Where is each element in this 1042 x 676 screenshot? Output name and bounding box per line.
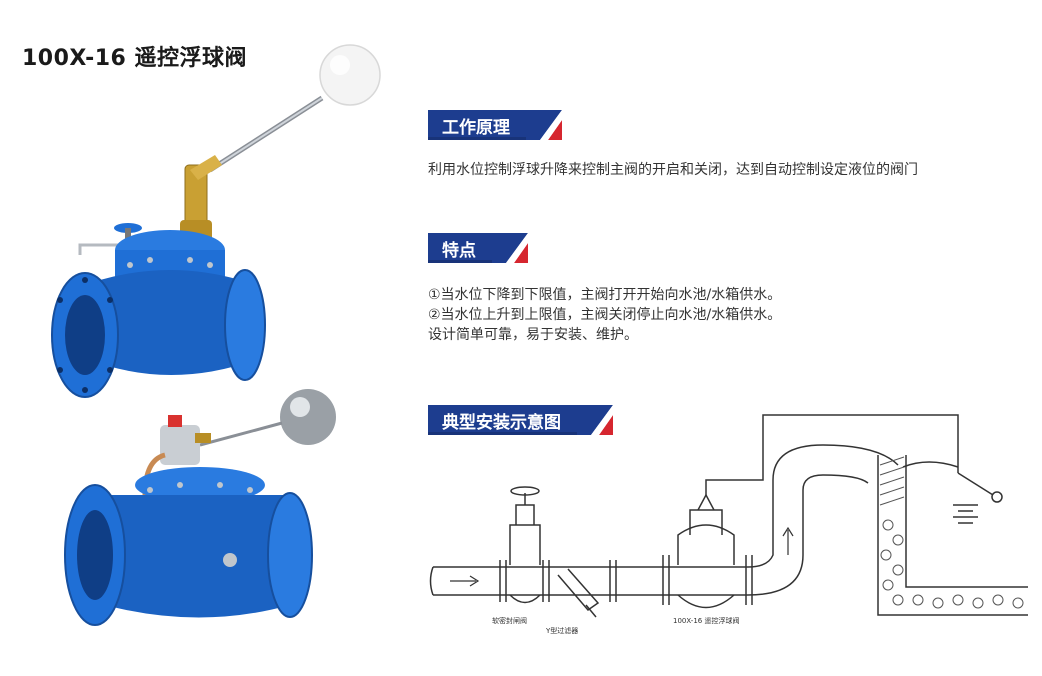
main-valve-label: 100X-16 遥控浮球阀 (673, 616, 739, 625)
features-line-3: 设计简单可靠，易于安装、维护。 (428, 327, 638, 343)
principle-heading-badge: 工作原理 (428, 110, 562, 140)
installation-diagram: 软密封闸阀 Y型过滤器 100X-16 遥控浮球阀 (429, 414, 1028, 635)
features-heading-badge: 特点 (428, 233, 528, 263)
features-line-1: ①当水位下降到下限值，主阀打开开始向水池/水箱供水。 (428, 287, 782, 303)
features-heading: 特点 (428, 233, 492, 263)
y-strainer-label: Y型过滤器 (545, 626, 578, 635)
float-valve-image-top (51, 44, 381, 398)
diagram-heading: 典型安装示意图 (428, 405, 577, 435)
principle-heading: 工作原理 (428, 110, 526, 140)
features-line-2: ②当水位上升到上限值，主阀关闭停止向水池/水箱供水。 (428, 307, 782, 323)
badge-slash-icon (492, 233, 528, 263)
badge-slash-icon (526, 110, 562, 140)
diagram-heading-badge: 典型安装示意图 (428, 405, 613, 435)
page-title: 100X-16 遥控浮球阀 (22, 46, 247, 71)
gate-valve-label: 软密封闸阀 (492, 616, 527, 625)
principle-text: 利用水位控制浮球升降来控制主阀的开启和关闭，达到自动控制设定液位的阀门 (428, 162, 918, 178)
float-valve-image-bottom (64, 389, 336, 626)
badge-slash-icon (577, 405, 613, 435)
